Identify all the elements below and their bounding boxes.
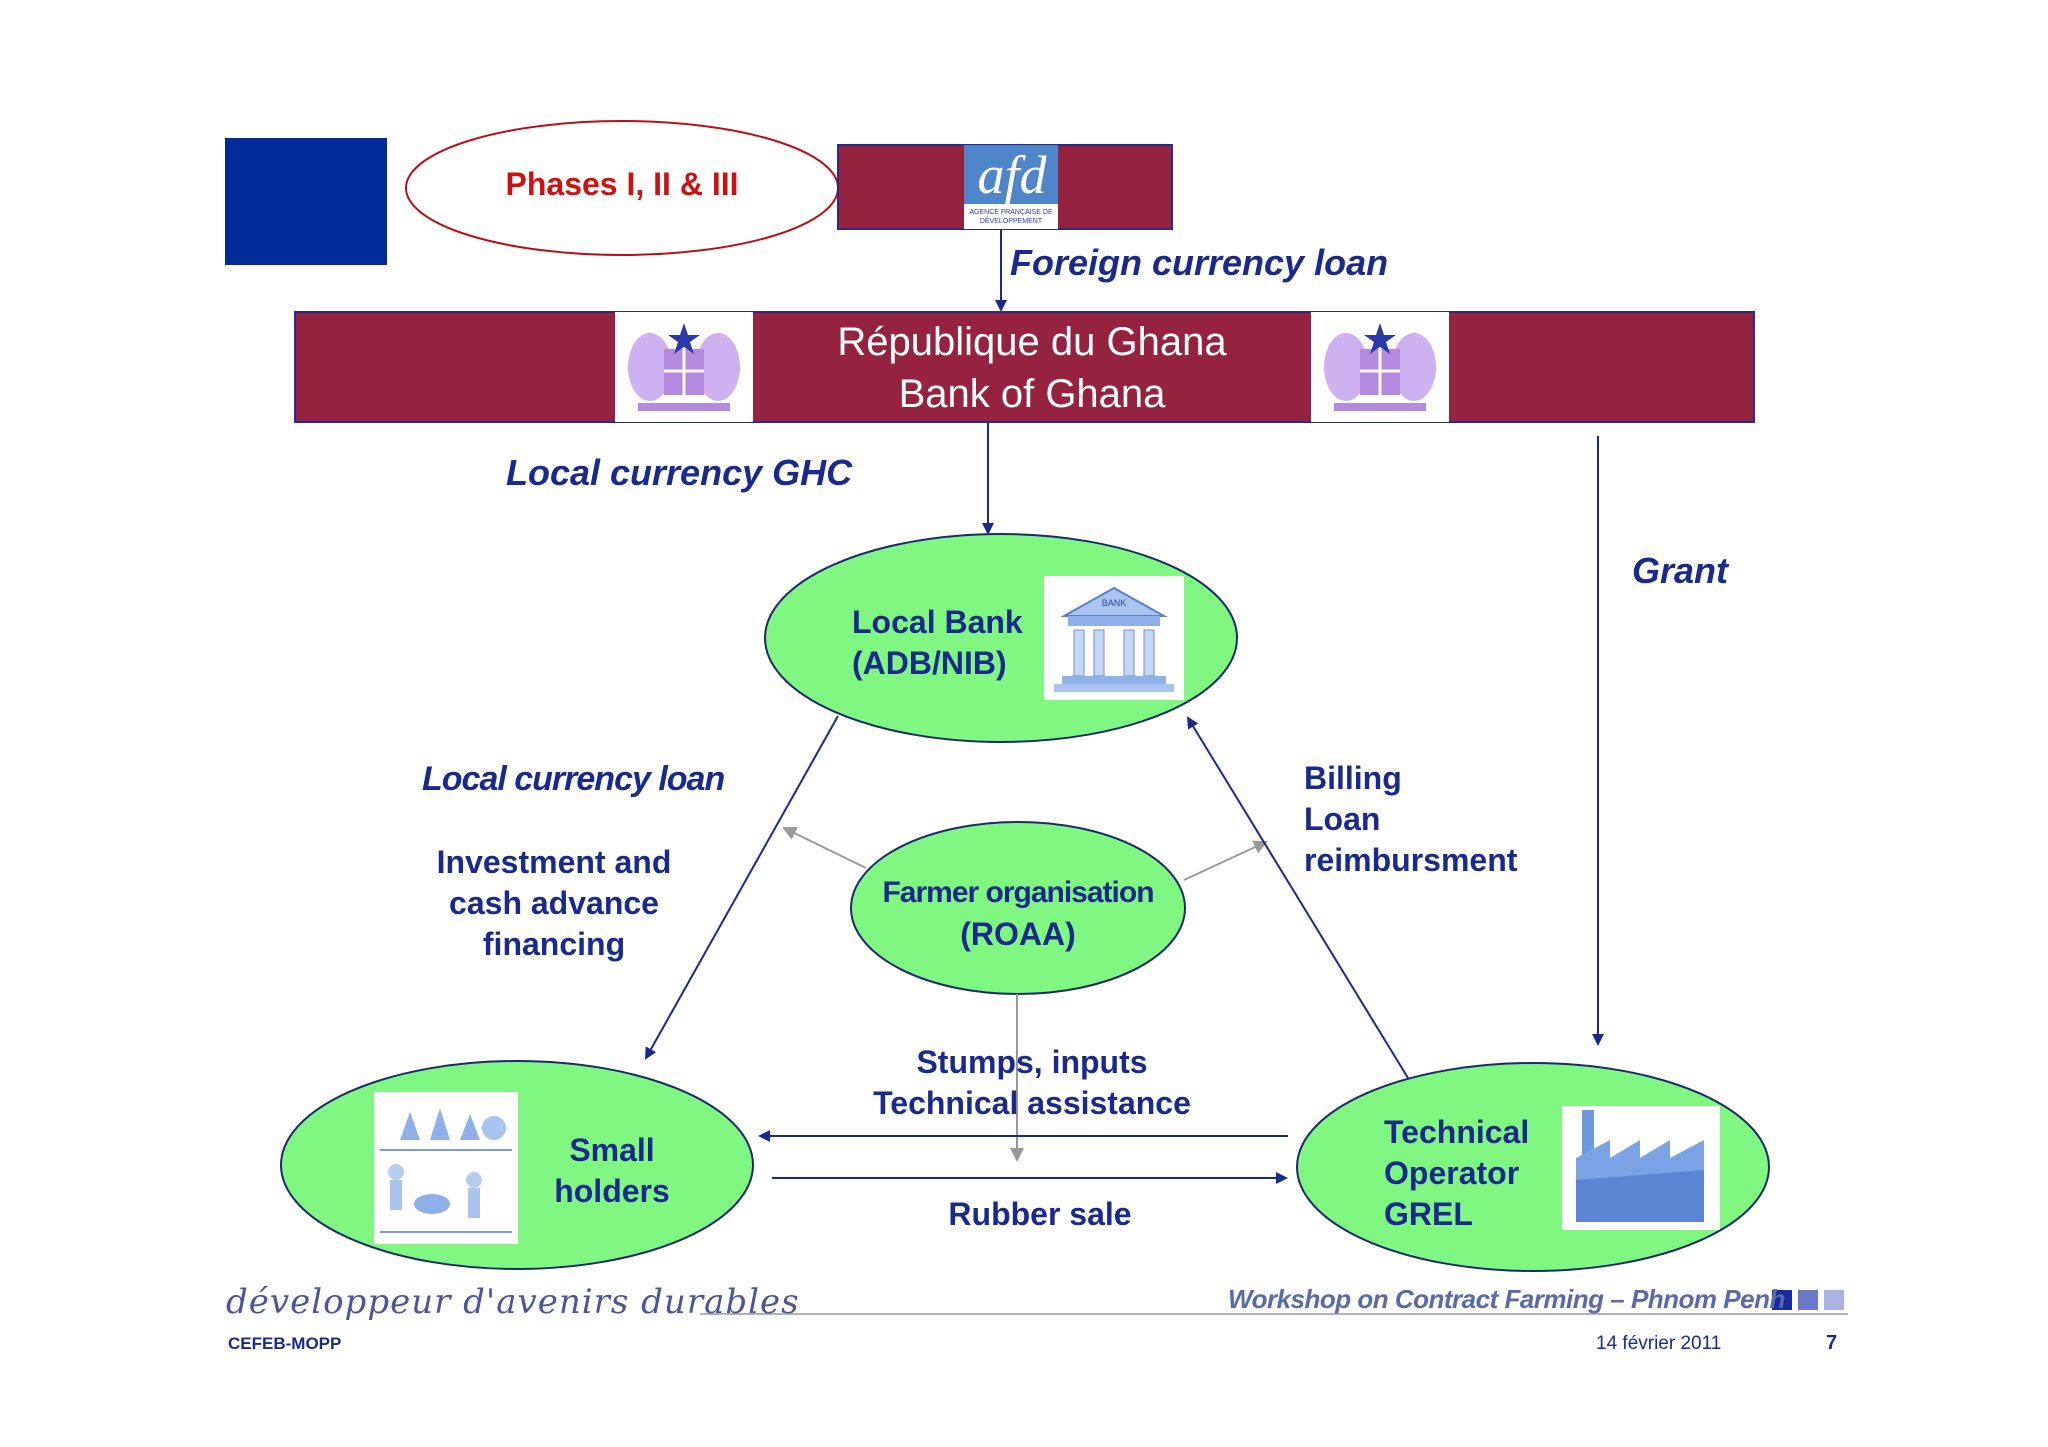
footer-date: 14 février 2011 xyxy=(1596,1333,1722,1354)
afd-logo-subtext: AGENCE FRANÇAISE DE DÉVELOPPEMENT xyxy=(969,209,1053,225)
footer-square-light xyxy=(1824,1290,1844,1310)
footer-square-mid xyxy=(1798,1290,1818,1310)
rubber-sale-label: Rubber sale xyxy=(948,1196,1132,1232)
bank-of-ghana-title: Bank of Ghana xyxy=(898,372,1166,416)
bank-sign-text: BANK xyxy=(1101,598,1127,608)
small-holders-label: Small holders xyxy=(554,1132,670,1209)
farmer-org-acronym: (ROAA) xyxy=(960,916,1076,952)
stumps-technical-assistance-label: Stumps, inputs Technical assistance xyxy=(873,1044,1191,1121)
footer-slogan: développeur d'avenirs durables xyxy=(226,1282,800,1322)
arrow-operator-to-bank xyxy=(1186,716,1409,1079)
bank-building-icon xyxy=(1044,576,1184,700)
footer-square-dark xyxy=(1772,1290,1792,1310)
arrow-farmer-to-left xyxy=(782,826,867,869)
technical-operator-label: Technical Operator GREL xyxy=(1384,1114,1530,1232)
phases-label: Phases I, II & III xyxy=(505,166,739,202)
local-bank-label: Local Bank (ADB/NIB) xyxy=(852,604,1023,681)
footer-page-number: 7 xyxy=(1826,1332,1838,1354)
billing-reimbursement-label: Billing Loan reimbursment xyxy=(1304,760,1518,878)
investment-financing-label: Investment and cash advance financing xyxy=(436,844,672,962)
arrow-bank-to-smallholders xyxy=(645,715,839,1060)
smallholder-farming-icon xyxy=(374,1092,518,1244)
footer-org: CEFEB-MOPP xyxy=(228,1334,342,1353)
grant-label: Grant xyxy=(1632,550,1729,591)
local-currency-ghc-label: Local currency GHC xyxy=(506,452,853,493)
foreign-currency-loan-label: Foreign currency loan xyxy=(1010,242,1389,283)
footer-workshop-title: Workshop on Contract Farming – Phnom Pen… xyxy=(1228,1284,1785,1314)
farmer-org-label: Farmer organisation xyxy=(882,876,1154,909)
coat-of-arms-left-icon xyxy=(628,323,740,411)
coat-of-arms-right-icon xyxy=(1324,323,1436,411)
afd-logo-text: afd xyxy=(977,145,1047,205)
factory-icon xyxy=(1562,1106,1720,1230)
ghana-republic-title: République du Ghana xyxy=(837,320,1227,364)
arrow-farmer-to-right xyxy=(1183,840,1268,881)
blue-square-logo xyxy=(225,138,387,265)
afd-logo-subtext-bg xyxy=(964,204,1058,229)
ghana-banner xyxy=(294,311,1755,423)
local-currency-loan-label: Local currency loan xyxy=(422,760,725,798)
